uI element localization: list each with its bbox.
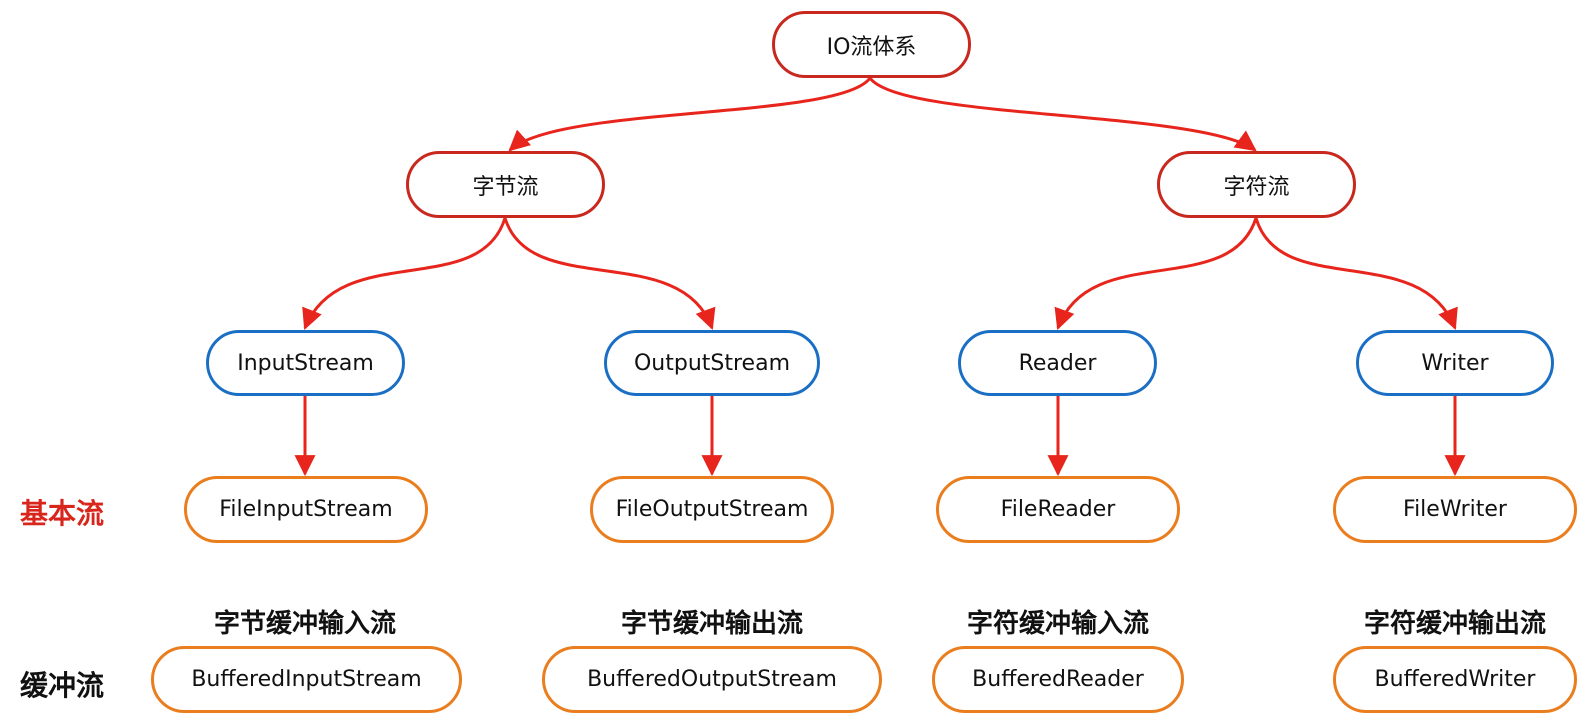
- arrow-char-to-reader: [1054, 217, 1258, 330]
- node-inputstream: InputStream: [206, 330, 405, 396]
- caption-byte-buffered-output: 字节缓冲输出流: [620, 609, 803, 639]
- arrow-char-to-writer: [1254, 217, 1458, 330]
- arrow-byte-to-inputstream: [302, 217, 507, 330]
- node-writer: Writer: [1356, 330, 1554, 396]
- node-char-stream: 字符流: [1157, 151, 1356, 218]
- arrow-root-to-byte: [508, 77, 872, 152]
- node-filewriter: FileWriter: [1333, 476, 1577, 543]
- node-io-root: IO流体系: [772, 11, 971, 78]
- caption-char-buffered-input: 字符缓冲输入流: [966, 609, 1149, 639]
- node-fileinputstream: FileInputStream: [184, 476, 428, 543]
- node-bufferedoutputstream: BufferedOutputStream: [542, 646, 882, 713]
- caption-char-buffered-output: 字符缓冲输出流: [1363, 609, 1546, 639]
- node-reader: Reader: [958, 330, 1157, 396]
- node-outputstream: OutputStream: [604, 330, 820, 396]
- node-fileoutputstream: FileOutputStream: [590, 476, 834, 543]
- arrow-root-to-char: [868, 77, 1257, 152]
- arrow-byte-to-outputstream: [503, 217, 716, 330]
- basic-stream-label: 基本流: [20, 497, 105, 530]
- caption-byte-buffered-input: 字节缓冲输入流: [213, 609, 396, 639]
- node-bufferedreader: BufferedReader: [932, 646, 1184, 713]
- node-bufferedinputstream: BufferedInputStream: [151, 646, 462, 713]
- node-byte-stream: 字节流: [406, 151, 605, 218]
- buffered-stream-label: 缓冲流: [20, 669, 105, 702]
- node-filereader: FileReader: [936, 476, 1180, 543]
- node-bufferedwriter: BufferedWriter: [1333, 646, 1577, 713]
